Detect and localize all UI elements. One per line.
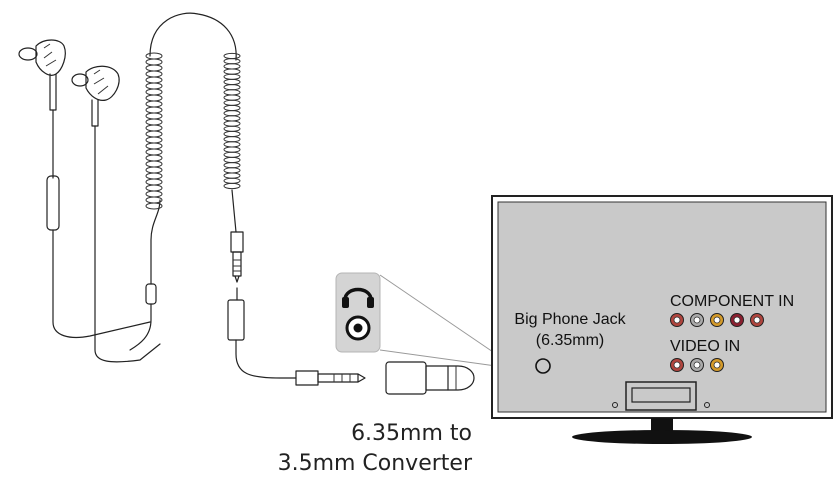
- coil-loop-left-10: [145, 106, 163, 114]
- component-port-3-center: [713, 316, 721, 324]
- headphones-icon: [342, 287, 374, 308]
- coil-loop-left-7: [145, 88, 163, 96]
- right-earbud: [71, 65, 120, 127]
- coil-loop-left-1: [145, 52, 163, 60]
- coil-loop-left-2: [145, 58, 163, 66]
- coil-loop-right-25: [223, 177, 241, 184]
- coil-loop-right-14: [223, 120, 241, 127]
- coil-loop-right-24: [223, 172, 241, 179]
- coil-loop-left-12: [145, 118, 163, 126]
- coil-loop-right-6: [223, 78, 241, 86]
- converter-caption-line2: 3.5mm Converter: [278, 451, 473, 476]
- coil-loop-right-9: [223, 94, 241, 101]
- coil-loop-left-26: [145, 202, 163, 210]
- converter-adapter: [385, 361, 475, 395]
- coil-loop-left-17: [145, 148, 163, 156]
- coil-loop-right-21: [223, 156, 241, 164]
- coil-loop-left-11: [145, 112, 163, 120]
- video-port-2-center: [693, 361, 701, 369]
- video-port-3-center: [713, 361, 721, 369]
- component-port-1-center: [673, 316, 681, 324]
- video-ports: [670, 358, 724, 372]
- big-jack-label-line1: Big Phone Jack: [514, 311, 626, 328]
- coil-loop-left-18: [145, 154, 163, 162]
- coil-loop-left-22: [145, 178, 163, 186]
- coil-loop-right-4: [223, 68, 241, 75]
- converter-caption-line1: 6.35mm to: [351, 421, 472, 446]
- icon-box: [335, 272, 497, 367]
- coil-loop-left-19: [145, 160, 163, 168]
- coil-loop-left-15: [145, 136, 163, 144]
- coil-loop-left-13: [145, 124, 163, 132]
- coil-loop-left-14: [145, 130, 163, 138]
- coil-loop-right-10: [223, 99, 241, 106]
- component-port-5-center: [753, 316, 761, 324]
- coil-loop-right-13: [223, 115, 241, 122]
- big-phone-jack: [535, 358, 551, 374]
- tv-stand: [572, 381, 752, 444]
- coil-loop-left-4: [145, 70, 163, 78]
- coil-loop-right-7: [223, 84, 241, 91]
- coil-top-arch: [149, 12, 237, 61]
- coil-loop-left-16: [145, 142, 163, 150]
- coil-loop-right-17: [223, 136, 241, 143]
- coil-loop-right-16: [223, 130, 241, 138]
- coil-loop-right-22: [223, 162, 241, 169]
- component-ports: [670, 313, 764, 327]
- coil-loop-right-12: [223, 110, 241, 117]
- video-in-label: VIDEO IN: [670, 338, 740, 355]
- coil-loop-right-20: [223, 151, 241, 158]
- coil-loop-left-8: [145, 94, 163, 102]
- coil-loop-left-3: [145, 64, 163, 72]
- cable-splitter: [145, 283, 157, 305]
- coil-loop-left-20: [145, 166, 163, 174]
- coil-loop-right-3: [223, 63, 241, 70]
- coil-loop-left-21: [145, 172, 163, 180]
- big-jack-label-line2: (6.35mm): [536, 332, 604, 349]
- television: Big Phone Jack (6.35mm) COMPONENT IN VID…: [491, 195, 833, 444]
- component-port-4-center: [733, 316, 741, 324]
- coil-loop-right-19: [223, 146, 241, 153]
- coil-loop-left-6: [145, 82, 163, 90]
- coiled-cable: [145, 12, 241, 210]
- earphones: [18, 39, 161, 363]
- coil-loop-right-8: [223, 89, 241, 96]
- coil-loop-right-15: [223, 125, 241, 132]
- coil-loop-left-5: [145, 76, 163, 84]
- extension-jack: [227, 287, 297, 379]
- component-in-label: COMPONENT IN: [670, 293, 794, 310]
- component-port-2-center: [693, 316, 701, 324]
- coil-loop-right-26: [223, 182, 241, 190]
- tv-screen: [497, 201, 827, 413]
- video-port-1-center: [673, 361, 681, 369]
- inline-remote: [46, 175, 60, 231]
- extension-plug: [295, 370, 366, 386]
- coil-loop-right-2: [223, 58, 241, 65]
- coil-loop-left-23: [145, 184, 163, 192]
- jack-socket-icon: [345, 315, 371, 341]
- coil-loop-right-18: [223, 141, 241, 148]
- coil-loop-right-1: [223, 52, 241, 60]
- left-earbud: [18, 39, 66, 111]
- coil-loop-right-23: [223, 167, 241, 174]
- coil-loop-right-11: [223, 104, 241, 112]
- coil-loop-left-24: [145, 190, 163, 198]
- coil-loop-left-9: [145, 100, 163, 108]
- plug-3-5mm: [230, 231, 244, 283]
- coil-loop-right-5: [223, 73, 241, 80]
